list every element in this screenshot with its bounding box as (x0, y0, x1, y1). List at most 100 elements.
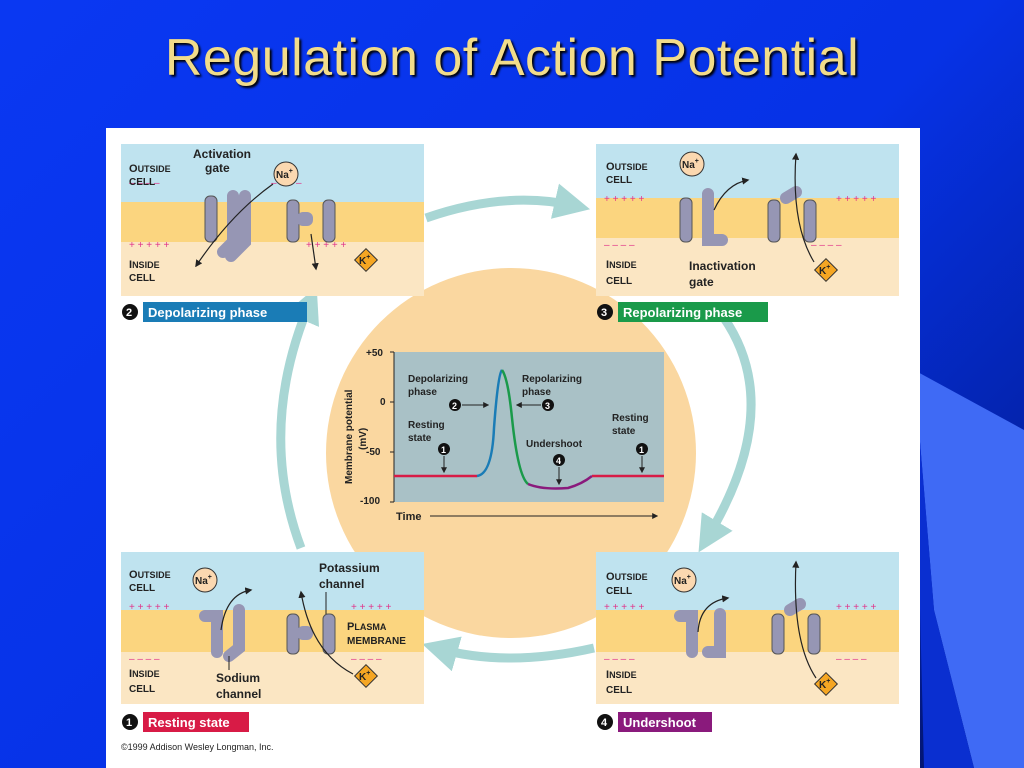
marker-3 (542, 399, 554, 411)
svg-text:+ + + + +: + + + + + (129, 240, 169, 251)
marker-1b (636, 443, 648, 455)
cycle-arrow-left (276, 286, 320, 550)
phase-label-4: 4 Undershoot (597, 712, 712, 732)
svg-text:state: state (612, 426, 636, 437)
marker-1a (438, 443, 450, 455)
svg-text:INSIDE: INSIDE (606, 259, 637, 271)
svg-text:phase: phase (522, 387, 551, 398)
svg-text:– – – –: – – – – (129, 654, 160, 665)
svg-text:OUTSIDE: OUTSIDE (129, 569, 171, 581)
svg-text:K+: K+ (359, 254, 370, 267)
svg-text:CELL: CELL (606, 685, 632, 696)
cycle-arrow-right (698, 315, 756, 553)
action-potential-graph: Membrane potential (mV) +50 0 -50 -100 T… (344, 348, 664, 523)
svg-text:3: 3 (545, 401, 550, 411)
svg-text:– – – –: – – – – (604, 654, 635, 665)
svg-text:INSIDE: INSIDE (129, 259, 160, 271)
marker-2 (449, 399, 461, 411)
panel-resting: + + + + + + + + + + – – – – – – – – OUTS… (121, 552, 424, 704)
panel-undershoot: + + + + + + + + + + – – – – – – – – OUTS… (596, 552, 899, 704)
svg-text:state: state (408, 433, 432, 444)
tick-0: 0 (380, 397, 386, 408)
panel-depolarizing: – – – – – – – – + + + + + + + + + + OUTS… (121, 144, 424, 296)
svg-text:gate: gate (689, 275, 714, 289)
svg-text:Resting: Resting (408, 420, 445, 431)
svg-text:gate: gate (205, 161, 230, 175)
svg-text:K+: K+ (359, 670, 370, 683)
svg-text:OUTSIDE: OUTSIDE (606, 571, 648, 583)
tick-minus100: -100 (360, 496, 380, 507)
svg-text:Depolarizing: Depolarizing (408, 374, 468, 385)
svg-text:+ + + + +: + + + + + (836, 602, 876, 613)
svg-text:CELL: CELL (129, 583, 155, 594)
svg-text:+ + + + +: + + + + + (351, 602, 391, 613)
trace-undershoot (527, 475, 593, 490)
svg-text:+ + + + +: + + + + + (836, 194, 876, 205)
cycle-arrow-top (424, 183, 591, 223)
svg-text:Repolarizing phase: Repolarizing phase (623, 305, 742, 320)
svg-text:3: 3 (601, 307, 607, 319)
svg-text:INSIDE: INSIDE (129, 668, 160, 680)
y-axis-label: Membrane potential (344, 389, 355, 484)
svg-text:2: 2 (126, 307, 132, 319)
svg-text:CELL: CELL (129, 273, 155, 284)
svg-text:PLASMA: PLASMA (347, 621, 387, 633)
svg-text:phase: phase (408, 387, 437, 398)
phase-label-1: 1 Resting state (122, 712, 249, 732)
cycle-arrow-bottom (422, 636, 595, 672)
svg-text:channel: channel (319, 577, 364, 591)
svg-text:K+: K+ (819, 264, 830, 277)
svg-text:OUTSIDE: OUTSIDE (129, 163, 171, 175)
svg-text:Activation: Activation (193, 147, 251, 161)
svg-text:Resting: Resting (612, 413, 649, 424)
svg-text:Na+: Na+ (682, 158, 699, 171)
svg-text:4: 4 (601, 717, 608, 729)
svg-text:Inactivation: Inactivation (689, 259, 756, 273)
svg-text:Na+: Na+ (674, 574, 691, 587)
svg-text:1: 1 (126, 717, 132, 729)
trace-depolarizing (476, 369, 504, 478)
tick-plus50: +50 (366, 348, 383, 359)
svg-text:– – – –: – – – – (351, 654, 382, 665)
svg-text:MEMBRANE: MEMBRANE (347, 636, 406, 647)
svg-text:2: 2 (452, 401, 457, 411)
diagram-svg: – – – – – – – – + + + + + + + + + + OUTS… (121, 144, 899, 752)
svg-text:+ + + + +: + + + + + (129, 602, 169, 613)
svg-text:+ + + + +: + + + + + (306, 240, 346, 251)
tick-minus50: -50 (366, 447, 381, 458)
svg-text:– – – –: – – – – (811, 240, 842, 251)
svg-text:CELL: CELL (606, 175, 632, 186)
svg-text:channel: channel (216, 687, 261, 701)
trace-repolarizing (500, 369, 529, 485)
svg-text:– – – –: – – – – (129, 178, 160, 189)
cycle-arrows (276, 183, 756, 672)
svg-text:Undershoot: Undershoot (623, 715, 697, 730)
svg-text:CELL: CELL (129, 177, 155, 188)
svg-text:OUTSIDE: OUTSIDE (606, 161, 648, 173)
svg-text:– – – –: – – – – (836, 654, 867, 665)
svg-text:CELL: CELL (606, 276, 632, 287)
svg-text:Sodium: Sodium (216, 671, 260, 685)
svg-text:+ + + + +: + + + + + (604, 602, 644, 613)
svg-text:Na+: Na+ (276, 168, 293, 181)
svg-text:Depolarizing phase: Depolarizing phase (148, 305, 267, 320)
phase-label-2: 2 Depolarizing phase (122, 302, 307, 322)
svg-text:1: 1 (441, 445, 446, 455)
svg-text:INSIDE: INSIDE (606, 669, 637, 681)
copyright: ©1999 Addison Wesley Longman, Inc. (121, 742, 274, 752)
svg-text:Na+: Na+ (195, 574, 212, 587)
svg-text:CELL: CELL (129, 684, 155, 695)
svg-text:Potassium: Potassium (319, 561, 380, 575)
svg-text:4: 4 (556, 456, 561, 466)
slide-title: Regulation of Action Potential (164, 29, 860, 87)
svg-text:K+: K+ (819, 678, 830, 691)
y-axis-unit: (mV) (358, 428, 369, 450)
svg-text:+ + + + +: + + + + + (604, 194, 644, 205)
svg-text:CELL: CELL (606, 586, 632, 597)
svg-text:Repolarizing: Repolarizing (522, 374, 582, 385)
marker-4 (553, 454, 565, 466)
svg-text:Resting state: Resting state (148, 715, 230, 730)
x-axis-label: Time (396, 511, 421, 523)
svg-text:– – – –: – – – – (604, 240, 635, 251)
diagram-figure: – – – – – – – – + + + + + + + + + + OUTS… (106, 128, 920, 768)
